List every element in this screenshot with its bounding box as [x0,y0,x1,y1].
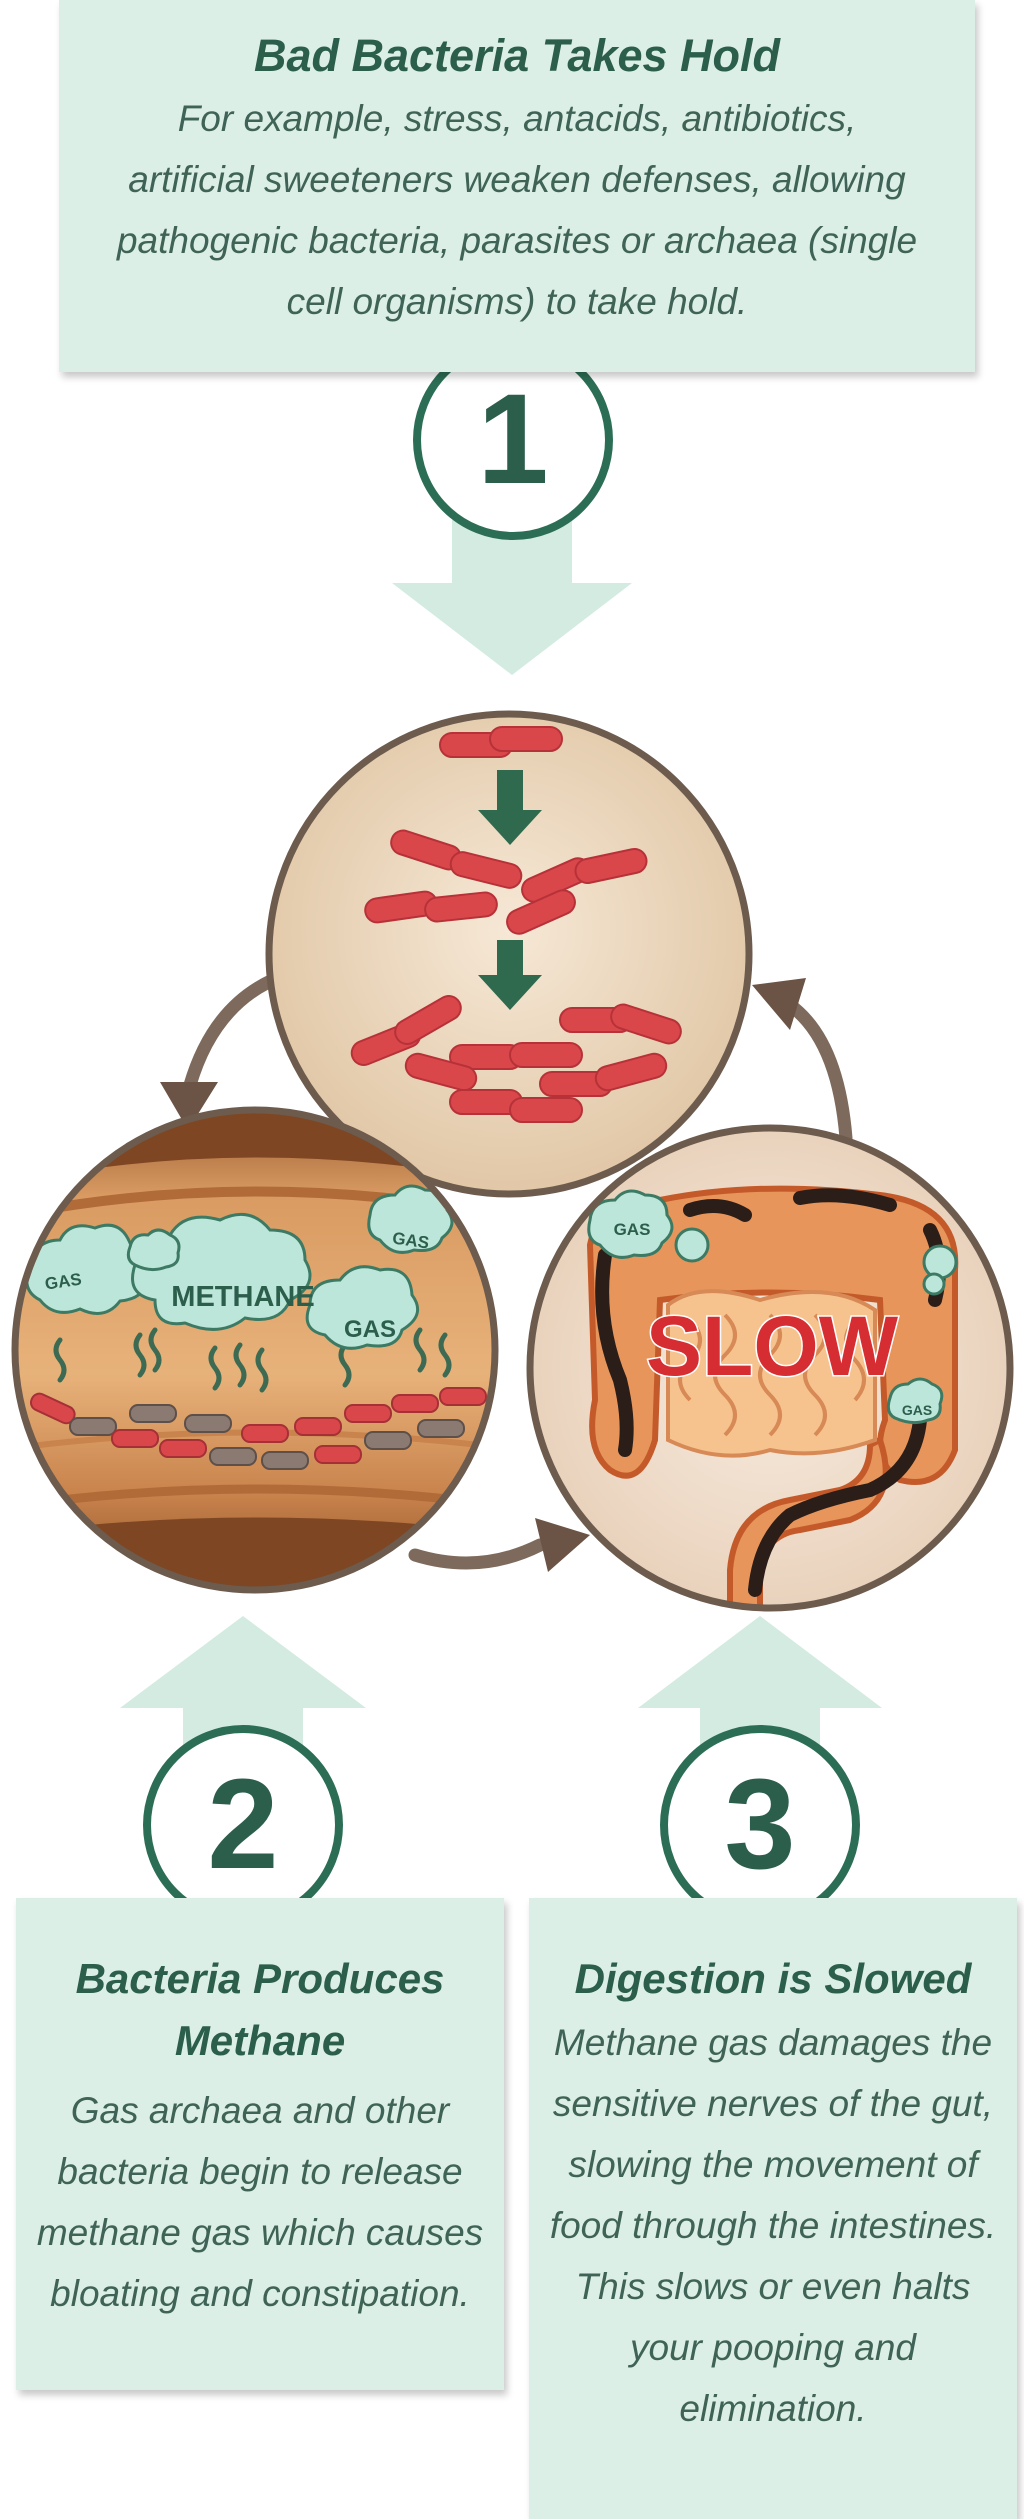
cycle-arrow-top-to-left [160,968,292,1130]
bacteria-multiplying-illustration [265,710,753,1198]
down-arrow-1 [392,520,632,675]
bacterium [489,726,563,752]
down-arrow-icon [478,940,542,1010]
step-2-body: Gas archaea and other bacteria begin to … [36,2090,484,2314]
gas-label: GAS [344,1316,396,1343]
down-arrow-icon [478,770,542,845]
bacterium [404,1052,478,1092]
bacterium [394,995,462,1045]
step-3-box: Digestion is Slowed Methane gas damages … [529,1898,1017,2519]
step-3-badge: 3 [660,1725,860,1925]
bacterium [509,1042,583,1068]
gas-label: GAS [391,1229,430,1253]
step-3-body: Methane gas damages the sensitive nerves… [549,2022,997,2429]
bacterium [449,851,523,889]
gas-label: GAS [44,1270,83,1294]
step-1-badge: 1 [413,340,613,540]
step-1-title: Bad Bacteria Takes Hold [253,30,781,81]
up-arrow-2 [120,1616,366,1760]
bacterium [424,891,498,923]
slow-intestines-illustration: GAS GAS SLOW [526,1124,1014,1612]
step-1-body: For example, stress, antacids, antibioti… [116,98,918,322]
bacterium [506,889,576,935]
bacterium [610,1003,682,1045]
step-3-title: Digestion is Slowed [574,1955,972,2002]
step-2-title: Bacteria Produces Methane [75,1955,445,2064]
methane-label: METHANE [171,1281,314,1313]
step-1-number: 1 [477,368,548,511]
step-2-box: Bacteria Produces Methane Gas archaea an… [16,1898,504,2390]
step-2-number: 2 [207,1753,278,1896]
step-1-box: Bad Bacteria Takes Hold For example, str… [59,0,975,372]
cycle-arrow-right-to-top [752,978,853,1145]
up-arrow-3 [638,1616,882,1760]
bacterium [574,848,648,884]
step-2-badge: 2 [143,1725,343,1925]
cycle-arrow-left-to-right [408,1518,590,1572]
gas-label: GAS [902,1402,932,1418]
gas-label: GAS [614,1220,651,1239]
bacterium [594,1052,668,1092]
bacterium [509,1097,583,1123]
step-3-number: 3 [724,1753,795,1896]
slow-label: SLOW [646,1299,899,1393]
